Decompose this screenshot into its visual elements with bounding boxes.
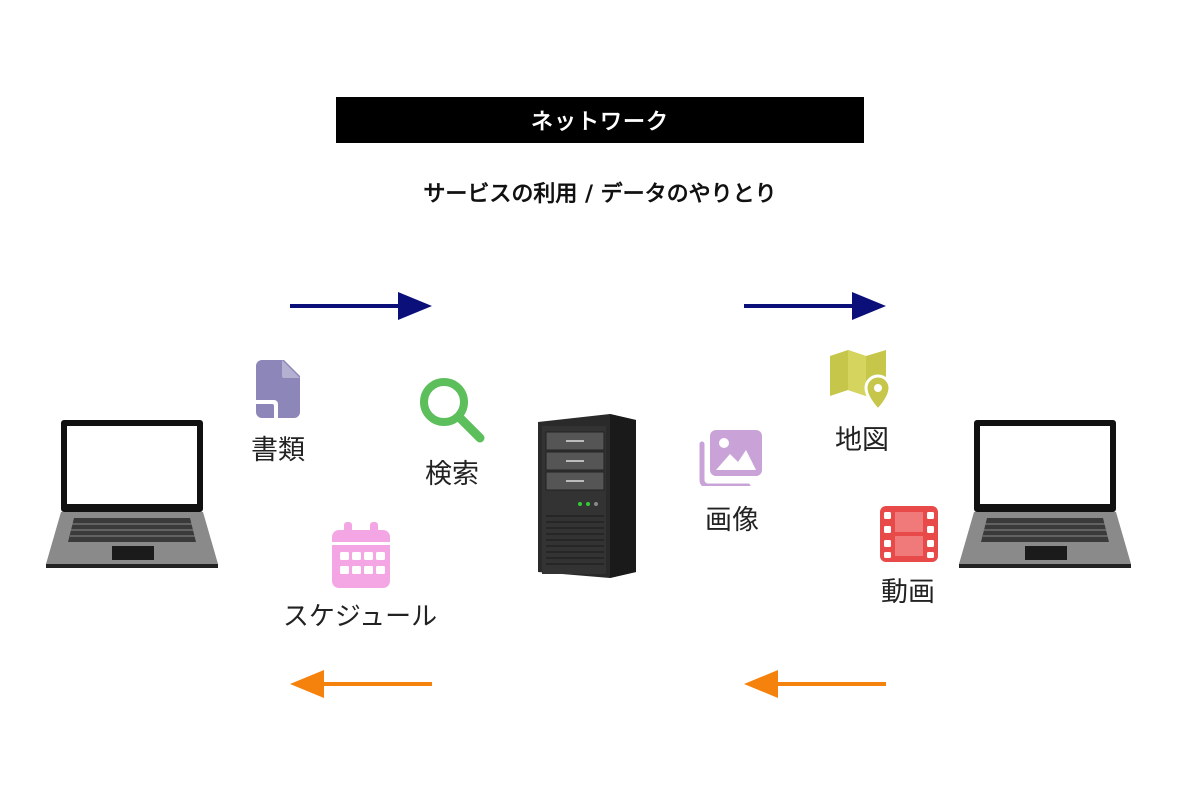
request-arrow-right	[744, 292, 886, 320]
network-title: ネットワーク	[530, 110, 669, 135]
response-arrow-right	[744, 670, 886, 698]
laptop-left	[46, 420, 218, 568]
map-label: 地図	[835, 425, 889, 456]
film-icon	[880, 506, 938, 562]
map-pin-icon	[830, 350, 892, 412]
search-label: 検索	[425, 459, 479, 490]
images-label: 画像	[705, 505, 759, 536]
search-icon	[420, 378, 485, 443]
request-arrow-left	[290, 292, 432, 320]
documents-label: 書類	[251, 435, 305, 466]
laptop-right	[959, 420, 1131, 568]
calendar-icon	[332, 522, 390, 588]
network-title-bar: ネットワーク	[336, 97, 864, 143]
images-icon	[699, 430, 762, 486]
subtitle: サービスの利用 / データのやりとり	[423, 182, 777, 207]
server-tower	[538, 414, 636, 578]
document-icon	[256, 360, 300, 418]
response-arrow-left	[290, 670, 432, 698]
video-label: 動画	[881, 577, 935, 608]
schedule-label: スケジュール	[282, 602, 438, 632]
